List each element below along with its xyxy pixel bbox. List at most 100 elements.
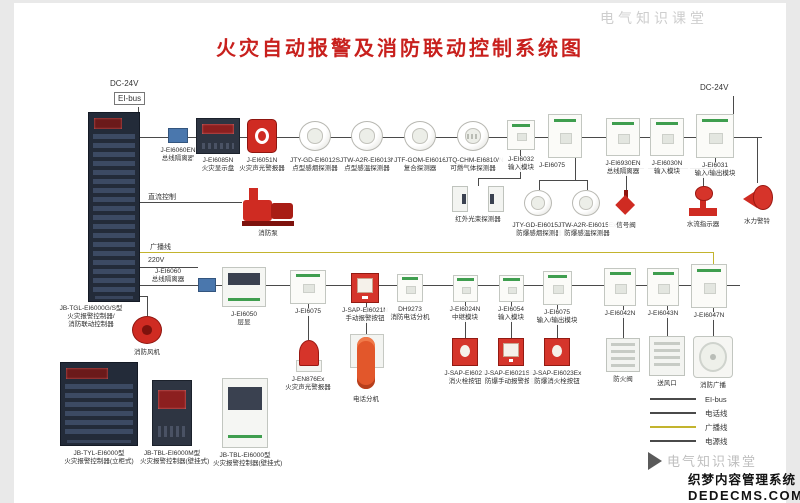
- brand-watermark: 电气知识课堂: [648, 451, 757, 470]
- floor-cabinet-label-line-0: JB-TYL-EI6000型: [60, 450, 138, 458]
- middle-bus-line: [140, 285, 740, 286]
- io-module-6075-top: [548, 114, 582, 158]
- air-supply-vent: [649, 336, 685, 376]
- isolator-6930-label-line-1: 总线隔离器: [598, 168, 648, 176]
- fire-telephone-label: 电话分机: [346, 396, 386, 404]
- heat-detector-label-line-1: 点型感温探测器: [340, 165, 394, 173]
- module-6043-label: J-EI6043N: [642, 310, 684, 318]
- signal-valve-label: 信号阀: [608, 222, 644, 230]
- dc-control-wire: [140, 202, 242, 203]
- bus-isolator-top-label-line-0: J-EI6060EN: [152, 147, 204, 155]
- watermark-top: 电气知识课堂: [600, 10, 708, 26]
- dc24v-right-drop: [733, 96, 734, 114]
- diagram-paper-background: [14, 3, 786, 503]
- beam-drop-3: [478, 178, 479, 186]
- beam-detector-right: [488, 186, 504, 212]
- page-title: 火灾自动报警及消防联动控制系统图: [216, 38, 584, 60]
- ex-heat-detector: [572, 190, 600, 216]
- fire-damper-label: 防火阀: [605, 376, 641, 384]
- input-module-6032-label-line-0: J-EI6032: [499, 156, 543, 164]
- bus-isolator-top-label-line-1: 总线隔离器: [152, 155, 204, 163]
- input-module-6054-label-line-1: 输入模块: [490, 314, 532, 322]
- brand-text: 电气知识课堂: [667, 454, 758, 469]
- sounder-strobe-top-label-line-0: J-EI6051N: [236, 157, 288, 165]
- wall-controller-white-label-line-1: 火灾报警控制器(壁挂式): [213, 460, 283, 468]
- fire-fan-label-line-0: 消防风机: [125, 349, 169, 357]
- io-module-6031-label-line-0: J-EI6031: [688, 162, 742, 170]
- ex-hydrant-button-label-line-1: 防爆消火栓按钮: [529, 378, 585, 386]
- waterflow-indicator-label-line-0: 水流指示器: [681, 221, 725, 229]
- io-module-6075-mid-label-line-0: J-EI6075: [288, 308, 328, 316]
- strobe-beacon: [294, 340, 323, 372]
- legend-item: 广播线: [650, 420, 728, 434]
- legend-line-swatch: [650, 440, 696, 442]
- fire-broadcast-speaker: [693, 336, 733, 378]
- damper1-drop: [623, 306, 624, 338]
- broadcast-wire: [140, 252, 713, 253]
- floor-cabinet: [60, 362, 138, 446]
- damper2-drop: [667, 306, 668, 336]
- eibus-box-drop: [138, 107, 139, 112]
- speaker-drop: [713, 308, 714, 336]
- legend-label: EI-bus: [705, 394, 727, 404]
- module-6043: [647, 268, 679, 306]
- floor-display: [222, 267, 266, 307]
- phone-jack-module: [397, 274, 423, 302]
- top-bus-line: [140, 137, 762, 138]
- fire-damper-label-line-0: 防火阀: [605, 376, 641, 384]
- water-motor-bell-label-line-0: 水力警铃: [737, 218, 777, 226]
- wall-controller-white-label-line-0: JB-TBL-EI6000型: [213, 452, 277, 460]
- main-control-cabinet-label-line-2: 消防联动控制器: [43, 321, 139, 329]
- legend-line-swatch: [650, 398, 696, 400]
- combo-detector: [404, 121, 436, 151]
- manual-call-point-label-line-0: J-SAP-EI6021N: [337, 307, 393, 315]
- fire-broadcast-speaker-label: 消防广播: [693, 382, 733, 390]
- strobe-beacon-label-line-1: 火灾声光警报器: [281, 384, 335, 392]
- beam-detector-right-label: 红外光束探测器: [450, 216, 506, 224]
- dc24v-label-left: DC-24V: [110, 79, 139, 88]
- input-module-6030-label-line-1: 输入模块: [644, 168, 690, 176]
- main-control-cabinet-label: JB-TGL-EI6000G/S型火灾报警控制器/消防联动控制器: [43, 305, 139, 329]
- manual-call-point: [351, 273, 379, 303]
- ex-smoke-detector: [524, 190, 552, 216]
- sounder-strobe-top: [247, 119, 277, 153]
- module-6042-label-line-0: J-EI6042N: [599, 310, 641, 318]
- legend-line-swatch: [650, 412, 696, 414]
- floor-cabinet-label: JB-TYL-EI6000型火灾报警控制器(立柜式): [60, 450, 138, 466]
- hydrant-button: [452, 338, 478, 366]
- bell-drop: [757, 138, 758, 183]
- input-module-6030: [650, 118, 684, 156]
- broadcast-module-6047-label-line-0: J-EI6047N: [688, 312, 730, 320]
- cms-watermark-line1: 织梦内容管理系统: [688, 473, 797, 487]
- signal-valve-label-line-0: 信号阀: [608, 222, 644, 230]
- wall-controller-dark-label-line-0: JB-TBL-EI6000M型: [140, 450, 204, 458]
- relay-module-6024-label-line-1: 中继模块: [443, 314, 487, 322]
- io-module-6075-3-label-line-0: J-EI6075: [531, 309, 583, 317]
- combo-detector-label-line-0: JTF-GOM-EI6016: [393, 157, 447, 165]
- module-6043-label-line-0: J-EI6043N: [642, 310, 684, 318]
- input-module-6054: [499, 275, 524, 302]
- bus-isolator-mid-label-line-1: 总线隔离器: [143, 276, 193, 284]
- smoke-detector-label-line-0: JTY-GD-EI6012S: [288, 157, 342, 165]
- strobe-beacon-label-line-0: J-EN876Ex: [281, 376, 335, 384]
- fire-display-panel: [196, 118, 240, 154]
- broadcast-drop: [713, 252, 714, 264]
- fire-broadcast-speaker-label-line-0: 消防广播: [693, 382, 733, 390]
- fire-telephone-label-line-0: 电话分机: [346, 396, 386, 404]
- input-module-6032-label-line-1: 输入模块: [499, 164, 543, 172]
- beacon-drop: [308, 304, 309, 340]
- power-220v-label: 220V: [148, 257, 165, 264]
